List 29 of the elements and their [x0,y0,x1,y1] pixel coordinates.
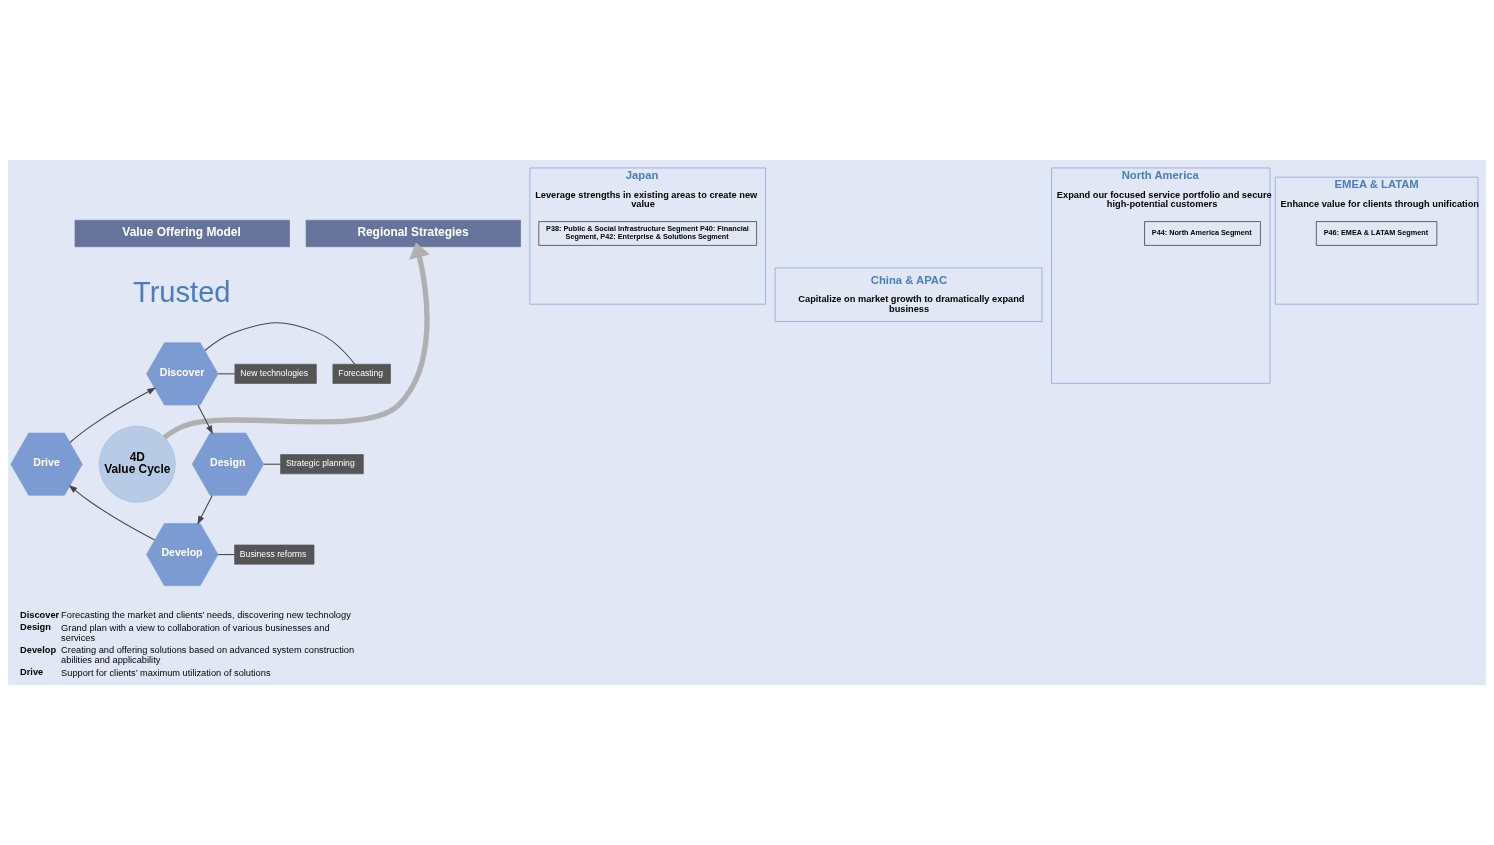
label: Develop [20,644,57,655]
node-box: China & APAC Capitalize on market growth to dramatically expand business [774,267,1043,322]
label: Discover [20,609,60,620]
label: Design [20,622,51,633]
arrow [69,387,157,444]
node-box: Business reforms [234,544,315,565]
arrow [197,404,213,435]
node-box: P46: EMEA & LATAM Segment [1316,221,1438,246]
connector [204,322,356,365]
node-box: P38: Public & Social Infrastructure Segment P40: Financial Segment, P42: Enterprise & Solutions Segment [538,221,757,246]
arrow [197,495,213,525]
node-box: P44: North America Segment [1144,221,1261,246]
node-box: Forecasting [332,363,391,384]
node-box: Strategic planning [280,454,364,475]
arrow [162,242,430,440]
label: Drive [20,667,44,678]
arrow [68,484,156,541]
label: Trusted [132,276,231,309]
node-circle: 4D Value Cycle [98,425,176,503]
node-box: New technologies [234,363,317,384]
label: Creating and offering solutions based on advanced system construction abilities and applicability [61,645,355,666]
connector [217,554,236,556]
label: Grand plan with a view to collaboration of various businesses and services [61,622,330,643]
label: Forecasting the market and clients’ needs, discovering new technology [61,610,351,621]
connector [217,373,236,375]
node-box: Regional Strategies [305,219,521,248]
node-box: Value Offering Model [74,219,290,248]
label: Support for clients’ maximum utilization of solutions [61,667,271,678]
connector [263,463,282,465]
